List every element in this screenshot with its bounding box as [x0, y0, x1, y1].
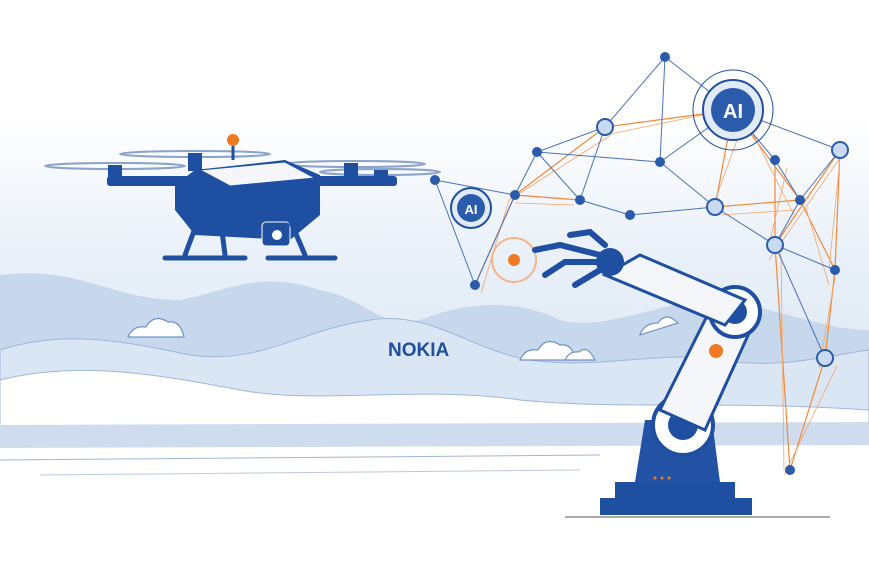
network-link [514, 126, 606, 196]
network-node [470, 280, 480, 290]
network-link [774, 244, 836, 271]
network-link [629, 206, 716, 216]
ai-hub-small-label: AI [465, 202, 478, 217]
ai-network [430, 52, 849, 476]
network-link [659, 56, 666, 163]
network-node [575, 195, 585, 205]
network-link [536, 126, 606, 153]
network-link [536, 151, 581, 201]
network-link [514, 194, 581, 201]
network-link [780, 252, 785, 471]
network-node [770, 155, 780, 165]
network-link [514, 202, 575, 206]
nokia-logo: NOKIA [388, 340, 450, 361]
touch-point [508, 254, 520, 266]
network-link [579, 126, 606, 201]
network-node [830, 265, 840, 275]
network-link [774, 244, 826, 359]
ai-hub-large-label: AI [723, 101, 743, 123]
network-link [799, 199, 836, 271]
network-link [579, 199, 631, 216]
drone [44, 134, 441, 261]
network-link [714, 206, 776, 246]
network-node [596, 118, 614, 136]
network-node [795, 195, 805, 205]
network-link [828, 157, 841, 271]
network-link [474, 194, 516, 286]
network-node [831, 141, 849, 159]
touch-glow [491, 237, 537, 283]
network-link [604, 56, 666, 128]
network-link [514, 151, 538, 196]
network-link [659, 161, 716, 208]
network-link [799, 149, 841, 201]
network-node [660, 52, 670, 62]
network-node [625, 210, 635, 220]
network-node [816, 349, 834, 367]
clouds [127, 316, 680, 361]
network-node [655, 157, 665, 167]
network-node [706, 198, 724, 216]
network-link [536, 151, 661, 163]
network-node [766, 236, 784, 254]
network-link [805, 207, 830, 286]
network-node [532, 147, 542, 157]
ai-hub-large: AI [692, 69, 774, 151]
network-link [720, 209, 795, 216]
network-link [783, 365, 838, 476]
network-link [480, 199, 510, 294]
robot-arm [532, 228, 762, 515]
network-node [430, 175, 440, 185]
network-node [785, 465, 795, 475]
ai-hub-small: AI [450, 187, 492, 229]
network-link [774, 159, 801, 201]
network-link [774, 149, 841, 246]
network-link [824, 269, 836, 359]
network-link [434, 179, 476, 286]
network-link [768, 167, 788, 246]
network-link [508, 134, 612, 201]
network-node [510, 190, 520, 200]
network-link [714, 199, 801, 208]
